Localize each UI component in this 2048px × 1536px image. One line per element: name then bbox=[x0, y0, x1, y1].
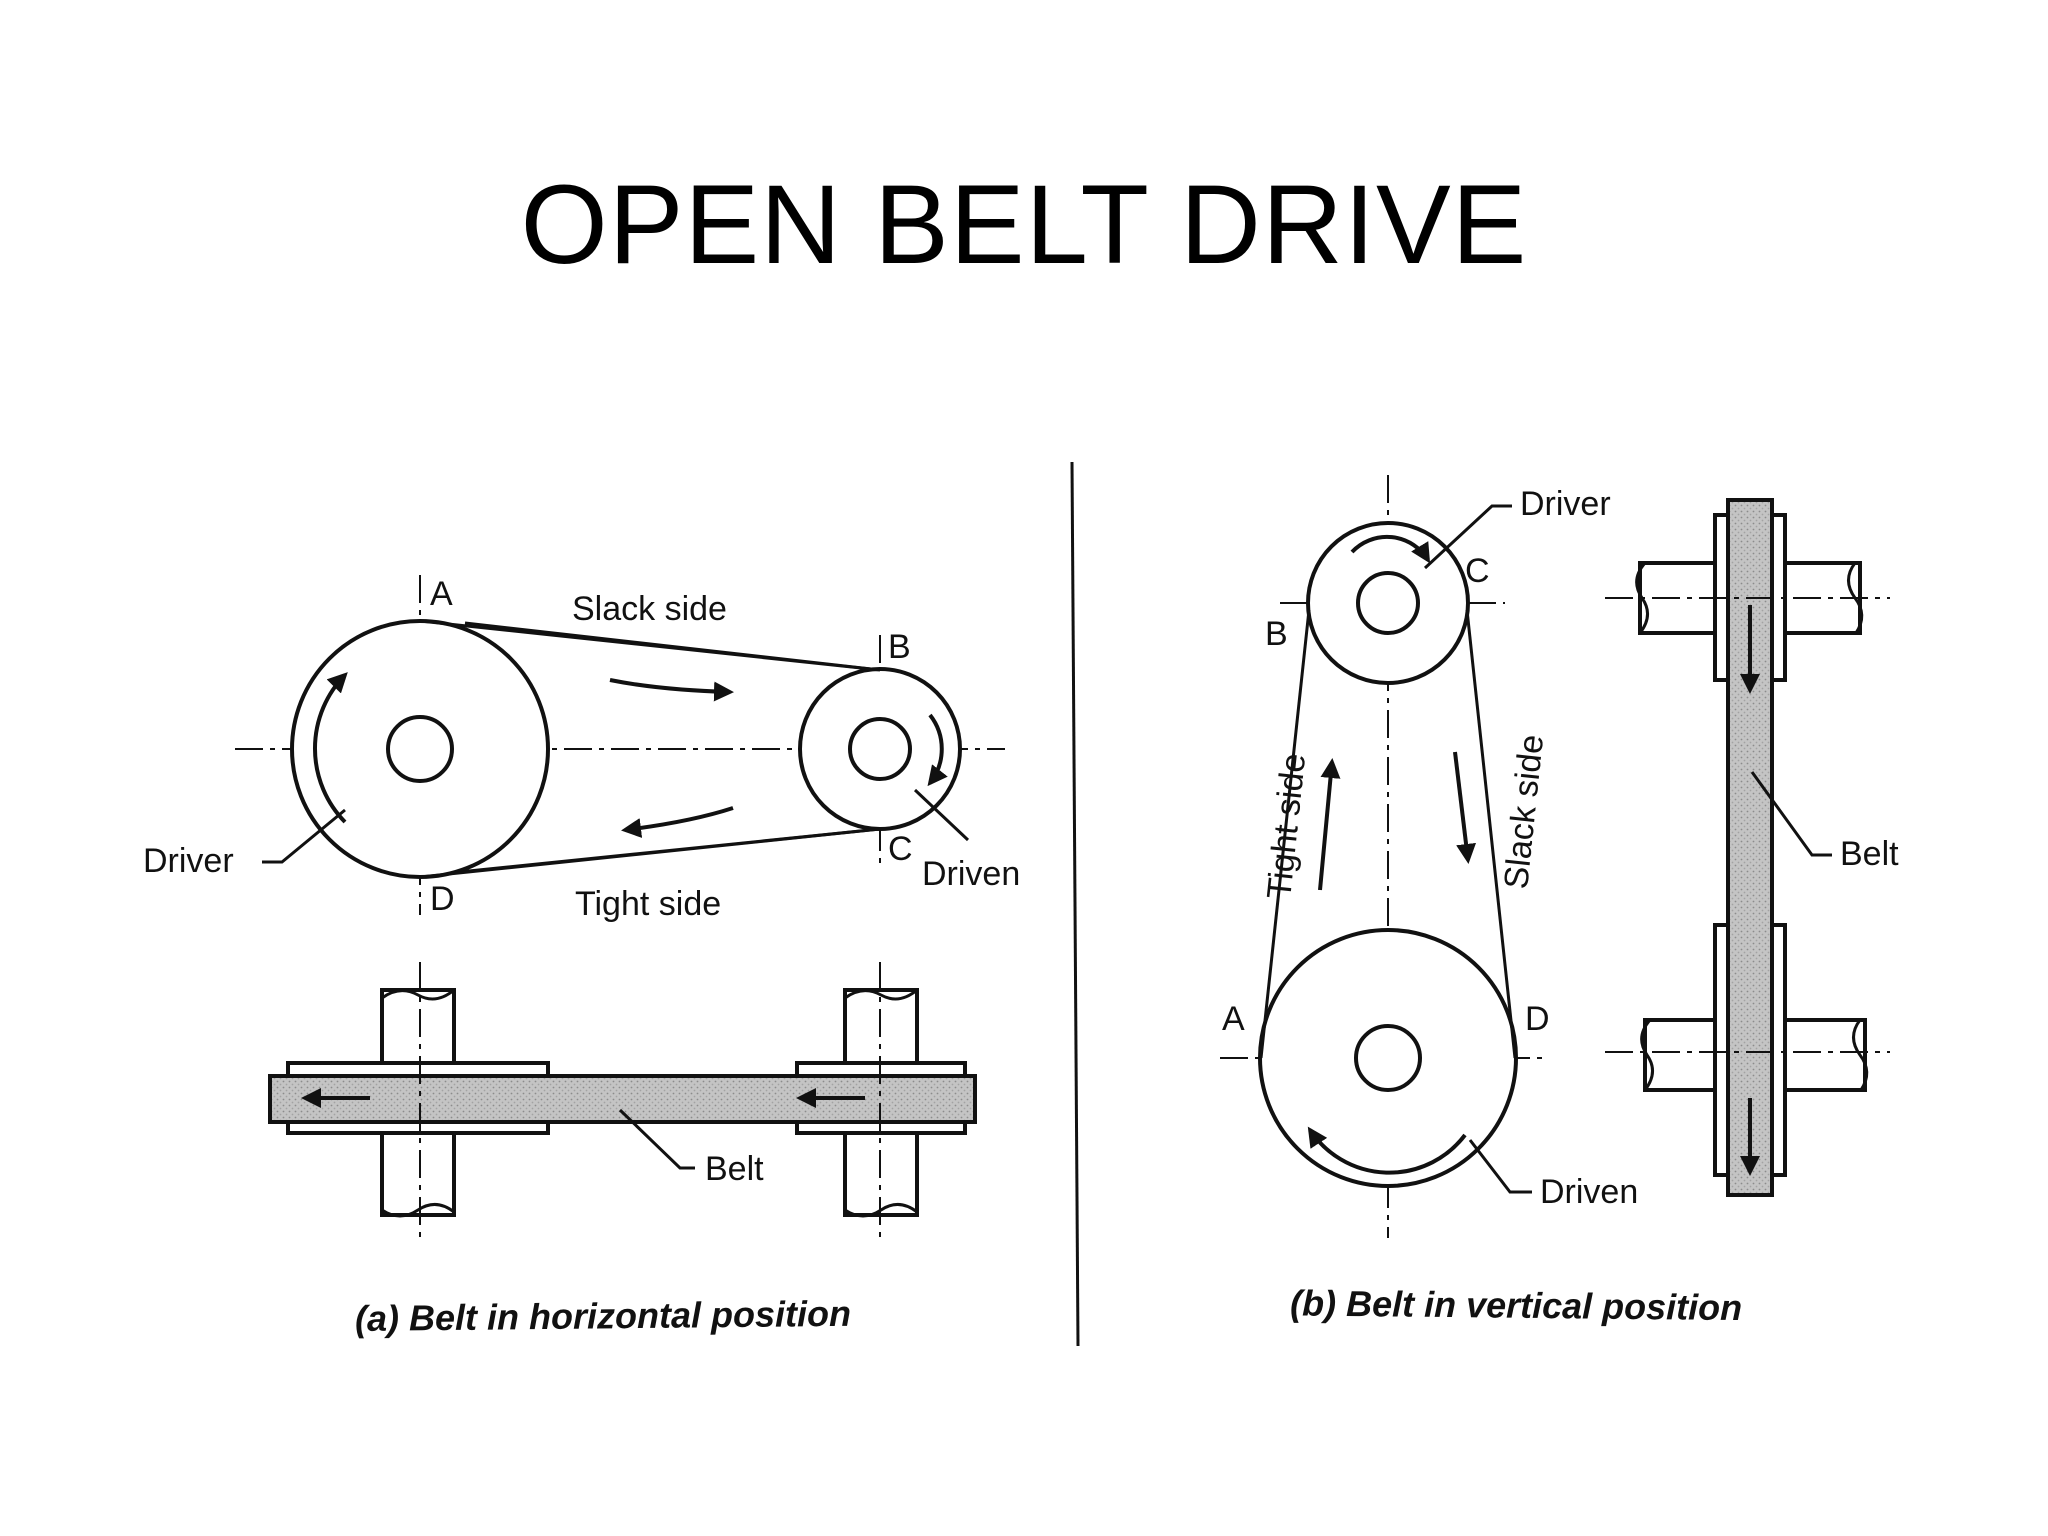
slack-side-belt-run-vertical bbox=[1465, 609, 1517, 1059]
tight-side-belt-run-vertical bbox=[1259, 609, 1311, 1059]
belt-front-view bbox=[268, 1074, 977, 1124]
label-belt-vertical: Belt bbox=[1840, 835, 1899, 873]
label-tight-side-vertical: Tight side bbox=[1260, 752, 1313, 901]
tight-side-direction-arrow bbox=[621, 806, 734, 838]
label-slack-side: Slack side bbox=[572, 590, 727, 628]
label-slack-side-vertical: Slack side bbox=[1497, 733, 1551, 891]
label-driver-vertical: Driver bbox=[1520, 485, 1611, 523]
slide-title: OPEN BELT DRIVE bbox=[520, 162, 1528, 287]
panel-b-side-view: B C A D Driver Driven Tight side Slack s… bbox=[1220, 475, 1638, 1238]
belt-leader-vertical bbox=[1750, 771, 1832, 857]
driven-rotation-arrow bbox=[927, 713, 948, 787]
belt-leader bbox=[618, 1108, 695, 1170]
driver-leader-vertical bbox=[1423, 504, 1512, 570]
label-tight-side: Tight side bbox=[575, 885, 721, 923]
label-driver: Driver bbox=[143, 842, 234, 880]
slack-side-direction-arrow-vertical bbox=[1453, 751, 1477, 864]
label-driven-vertical: Driven bbox=[1540, 1173, 1638, 1211]
driver-hub-vertical bbox=[1356, 571, 1420, 635]
driven-hub bbox=[848, 717, 912, 781]
label-point-a: A bbox=[430, 575, 453, 613]
caption-panel-b: (b) Belt in vertical position bbox=[1290, 1282, 1742, 1328]
label-driven: Driven bbox=[922, 855, 1020, 893]
panel-a-top-view: A B C D Slack side Tight side Driver Dri… bbox=[143, 575, 1020, 923]
panel-divider bbox=[1070, 461, 1080, 1347]
panel-b-front-view: Belt bbox=[1605, 498, 1899, 1197]
driver-rotation-arrow bbox=[312, 672, 348, 824]
label-point-a-vertical: A bbox=[1222, 1000, 1245, 1038]
label-point-c: C bbox=[888, 830, 913, 868]
label-point-b: B bbox=[888, 628, 911, 666]
label-point-d-vertical: D bbox=[1525, 1000, 1550, 1038]
driver-hub bbox=[386, 715, 454, 783]
slack-side-direction-arrow bbox=[609, 678, 734, 702]
label-point-b-vertical: B bbox=[1265, 615, 1288, 653]
driver-rotation-arrow-vertical bbox=[1350, 534, 1431, 564]
driven-rotation-arrow-vertical bbox=[1307, 1126, 1467, 1175]
caption-panel-a: (a) Belt in horizontal position bbox=[355, 1293, 851, 1339]
driver-leader bbox=[262, 808, 346, 864]
label-point-c-vertical: C bbox=[1465, 552, 1490, 590]
label-belt: Belt bbox=[705, 1150, 764, 1188]
panel-a-front-view: Belt bbox=[268, 962, 977, 1238]
driven-hub-vertical bbox=[1354, 1024, 1422, 1092]
driven-leader bbox=[913, 788, 970, 842]
tight-side-direction-arrow-vertical bbox=[1318, 758, 1341, 891]
label-point-d: D bbox=[430, 880, 455, 918]
belt-vertical bbox=[1726, 498, 1774, 1197]
driven-leader-vertical bbox=[1468, 1139, 1532, 1194]
